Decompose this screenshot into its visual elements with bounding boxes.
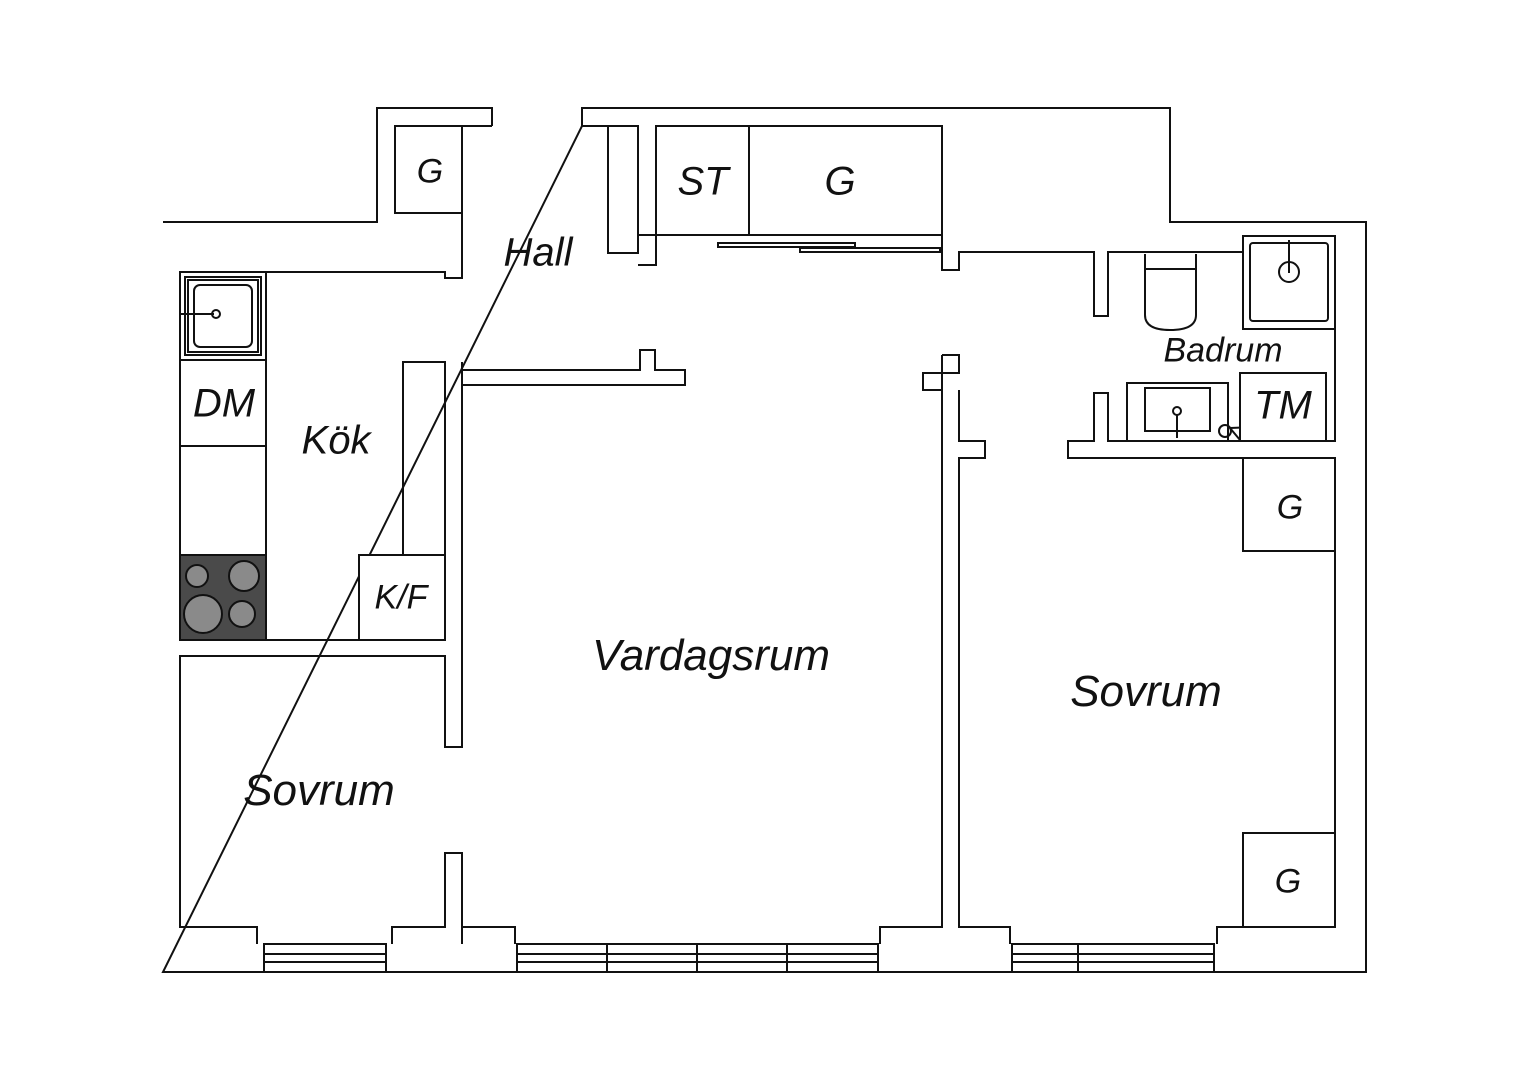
wardrobe-bedroom-bottom [1242,832,1336,928]
kitchen-sink-icon [181,276,262,356]
fridge-freezer [358,554,446,641]
room-label-living-room: Vardagsrum [591,631,831,680]
dishwasher-label: DM [192,381,256,426]
washing-machine-label: TM [1254,383,1312,428]
bathroom-sink-icon [1126,382,1259,442]
stove-icon [179,554,267,641]
sliding-door [717,242,856,248]
room-label-kitchen: Kök [301,418,371,463]
sliding-door [799,247,941,253]
shower-icon [1242,235,1336,330]
toilet-icon [1144,254,1197,332]
room-label-hall: Hall [503,230,573,275]
wardrobe-hall-label: G [416,152,444,191]
washing-machine [1239,372,1327,442]
wall-stub [638,234,1243,317]
room-label-bathroom: Badrum [1163,331,1283,370]
wardrobe-bedroom-bottom-label: G [1274,862,1302,901]
wardrobe-bedroom-top [1242,457,1336,552]
storage-label: ST [677,159,729,204]
outer-wall [161,107,1367,973]
hall-wall [462,125,943,254]
window [516,943,879,973]
window [263,943,387,973]
wardrobe-hall [394,125,463,214]
wardrobe-bedroom-top-label: G [1276,488,1304,527]
living-room-wall [179,235,1336,944]
window [1011,943,1215,973]
room-label-bedroom-left: Sovrum [243,766,395,815]
wardrobe-hall-large-label: G [824,159,856,204]
fridge-freezer-label: K/F [374,578,428,617]
room-label-bedroom-right: Sovrum [1070,667,1222,716]
